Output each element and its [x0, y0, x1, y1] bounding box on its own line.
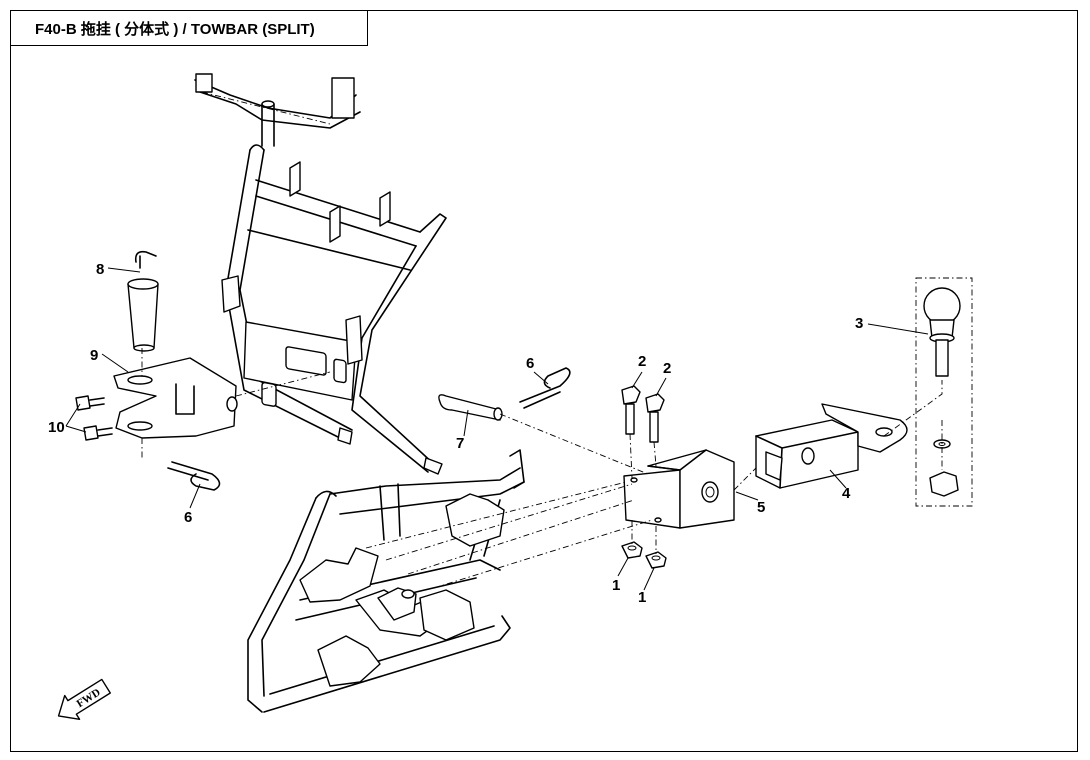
leader-lines	[65, 267, 929, 591]
part-5-receiver-mount	[623, 449, 735, 529]
lower-frame-assembly	[247, 449, 525, 713]
page-title: F40-B 拖挂 ( 分体式 ) / TOWBAR (SPLIT)	[35, 20, 315, 38]
part-4-drawbar	[755, 403, 908, 489]
part-9-clevis-bracket	[113, 357, 238, 439]
part-10-bolts	[75, 395, 113, 441]
upper-frame-assembly	[194, 73, 447, 475]
callout-2-left: 2	[638, 353, 646, 370]
title-box: F40-B 拖挂 ( 分体式 ) / TOWBAR (SPLIT)	[10, 10, 368, 46]
drawing-border	[10, 10, 1078, 752]
part-3-tow-ball-kit	[915, 277, 973, 507]
part-1-nuts	[621, 541, 667, 569]
alignment-lines	[141, 91, 943, 589]
callout-6-left: 6	[184, 509, 192, 526]
callout-6-upper: 6	[526, 355, 534, 372]
callout-2-right: 2	[663, 360, 671, 377]
callout-5: 5	[757, 499, 765, 516]
part-2-bolts	[621, 385, 665, 443]
callout-10: 10	[48, 419, 65, 436]
callout-7: 7	[456, 435, 464, 452]
part-6-r-clip-upper	[519, 367, 571, 409]
callout-1-right: 1	[638, 589, 646, 606]
part-7-receiver-pin	[438, 394, 503, 421]
callout-3: 3	[855, 315, 863, 332]
fwd-direction-arrow: FWD	[57, 678, 111, 720]
part-8-hitch-pin	[127, 250, 159, 352]
callout-4: 4	[842, 485, 851, 502]
callout-labels: 8 9 10 6 6 7 2 2 3 4 5 1 1	[48, 261, 863, 606]
callout-1-left: 1	[612, 577, 620, 594]
part-6-r-clip-left	[167, 461, 221, 491]
callout-8: 8	[96, 261, 104, 278]
callout-9: 9	[90, 347, 98, 364]
